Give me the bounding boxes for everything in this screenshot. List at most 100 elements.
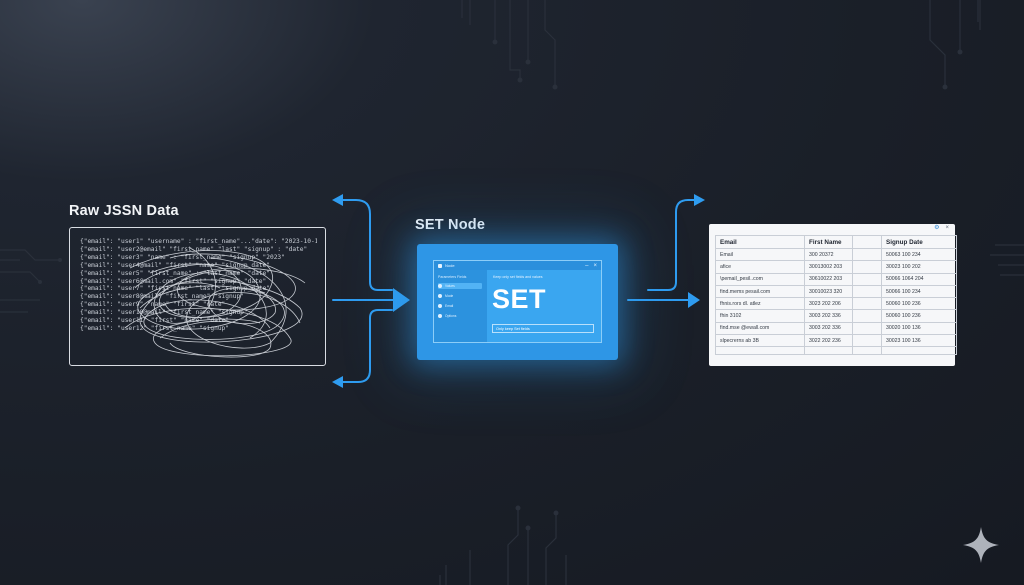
bullet-icon xyxy=(438,304,442,308)
raw-data-line: {"email": "user8@mail" "first_name" "sig… xyxy=(80,293,244,301)
raw-data-line: {"email": "user2@email" "first_name" "la… xyxy=(80,245,308,253)
sidebar-item-label: Mode xyxy=(445,294,454,298)
raw-data-line: {"email": "user6@mail.com" "first" "sign… xyxy=(80,277,267,285)
sidebar-item-label: Options xyxy=(445,314,457,318)
raw-data-line: {"email": "user7" "first_name" "last" "s… xyxy=(80,285,270,293)
arrowhead-out-up xyxy=(694,194,705,206)
table-header-row: Email First Name Signup Date xyxy=(715,235,957,249)
column-header[interactable]: Email xyxy=(715,235,805,249)
node-icon xyxy=(438,263,442,268)
raw-data-line: {"email": "user5" "first_name" : "last_n… xyxy=(80,269,270,277)
sparkle-icon xyxy=(963,527,999,563)
arrowhead-up-left xyxy=(332,194,343,206)
table-cell: 50060 100 236 xyxy=(881,297,957,311)
arrow-curve-up xyxy=(340,199,393,291)
table-cell xyxy=(852,346,882,356)
table-cell: 3003 202 336 xyxy=(804,309,853,323)
table-cell: \pemail_pesil..com xyxy=(715,272,805,286)
raw-data-title: Raw JSSN Data xyxy=(69,203,179,219)
raw-data-line: {"email": "user9" "name" "first" "date" xyxy=(80,301,226,309)
set-window-titlebar: Node – × xyxy=(434,261,601,270)
bullet-icon xyxy=(438,284,442,288)
set-main-pane: Keep only set fields and values SET Only… xyxy=(487,270,601,342)
table-cell: fhin 3102 xyxy=(715,309,805,323)
table-cell xyxy=(852,297,882,311)
table-cell xyxy=(852,334,882,348)
set-node-window: Node – × Parameters Fields Values Mode E… xyxy=(433,260,602,343)
set-node-card[interactable]: Node – × Parameters Fields Values Mode E… xyxy=(417,244,618,360)
raw-data-line: {"email": "user4@mail" "first" "name" "s… xyxy=(80,261,270,269)
table-cell: Email xyxy=(715,247,805,262)
table-cell xyxy=(852,247,882,262)
close-icon[interactable]: × xyxy=(593,262,597,269)
table-cell xyxy=(715,346,805,356)
keep-fields-text: Only keep Set fields xyxy=(496,326,530,331)
arrow-curve-out-up xyxy=(647,199,697,291)
table-cell xyxy=(852,284,882,299)
table-cell: 30013002 203 xyxy=(804,260,853,274)
arrow-curve-down xyxy=(340,309,393,383)
sidebar-item-email[interactable]: Email xyxy=(438,303,482,309)
table-cell: 30023 100 136 xyxy=(881,334,957,348)
table-cell: 3022 202 236 xyxy=(804,334,853,348)
table-empty-row xyxy=(715,346,957,356)
bullet-icon xyxy=(438,294,442,298)
raw-data-line: {"email": "user10@mail" "first_name" "si… xyxy=(80,309,248,317)
table-cell: 50063 100 234 xyxy=(881,247,957,262)
keep-fields-input[interactable]: Only keep Set fields xyxy=(492,324,594,333)
table-cell: slpecrerns ab 3B xyxy=(715,334,805,348)
table-cell: find.mse @ewall.com xyxy=(715,321,805,336)
table-cell: 50060 100 236 xyxy=(881,309,957,323)
table-cell xyxy=(881,346,957,356)
table-cell: 30010023 320 xyxy=(804,284,853,299)
table-cell: find.mems pesail.com xyxy=(715,284,805,299)
main-caption: Keep only set fields and values xyxy=(493,275,543,279)
arrowhead-out-set xyxy=(688,292,700,308)
set-node-title: SET Node xyxy=(415,217,486,233)
raw-data-panel: {"email": "user1" "username" : "first_na… xyxy=(69,227,326,366)
window-title: Node xyxy=(445,263,455,268)
table-cell: 50066 1064 204 xyxy=(881,272,957,286)
settings-icon[interactable]: ⚙ xyxy=(934,225,940,231)
table-cell xyxy=(852,260,882,274)
table-cell: 30610022 203 xyxy=(804,272,853,286)
raw-data-line: {"email": "user12" "first_name" "signup" xyxy=(80,324,230,332)
sidebar-heading: Parameters Fields xyxy=(438,275,467,279)
sidebar-item-options[interactable]: Options xyxy=(438,313,482,319)
sidebar-item-mode[interactable]: Mode xyxy=(438,293,482,299)
raw-data-line: {"email": "user1" "username" : "first_na… xyxy=(80,238,317,245)
column-header[interactable]: First Name xyxy=(804,235,853,249)
table-cell xyxy=(852,321,882,336)
set-big-label: SET xyxy=(492,284,547,314)
raw-data-line: {"email": "user3" "name" : "first_name" … xyxy=(80,253,285,261)
sidebar-item-label: Values xyxy=(445,284,455,288)
table-cell: 3003 202 336 xyxy=(804,321,853,336)
arrowhead-into-set xyxy=(393,288,410,312)
table-cell: 30020 100 136 xyxy=(881,321,957,336)
table-cell: 50066 100 234 xyxy=(881,284,957,299)
arrowhead-down-left xyxy=(332,376,343,388)
raw-data-lines: {"email": "user1" "username" : "first_na… xyxy=(80,238,317,333)
minimize-icon[interactable]: – xyxy=(585,262,589,269)
sidebar-item-label: Email xyxy=(445,304,454,308)
column-header[interactable]: Signup Date xyxy=(881,235,957,249)
table-cell xyxy=(852,309,882,323)
column-header[interactable] xyxy=(852,235,882,249)
table-cell xyxy=(852,272,882,286)
set-sidebar: Parameters Fields Values Mode Email Opti… xyxy=(434,270,487,342)
close-icon[interactable]: × xyxy=(945,225,949,231)
tangle-scribble xyxy=(124,247,306,358)
sidebar-item-values[interactable]: Values xyxy=(438,283,482,289)
table-cell: 3023 202 206 xyxy=(804,297,853,311)
